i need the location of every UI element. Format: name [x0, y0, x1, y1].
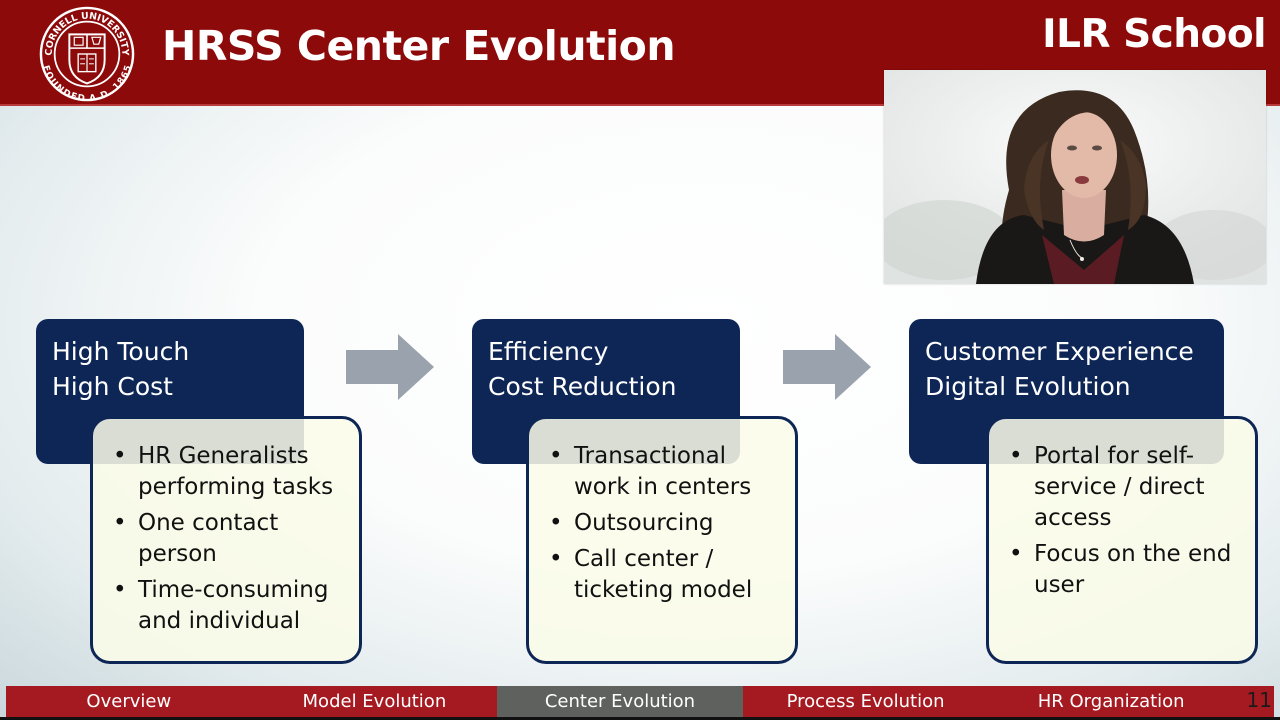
section-nav: Overview Model Evolution Center Evolutio… — [6, 686, 1274, 717]
page-number: 11 — [1246, 688, 1272, 712]
stage-2-heading-line-2: Cost Reduction — [488, 372, 677, 401]
nav-overview[interactable]: Overview — [86, 691, 172, 712]
stage-2-details: Transactional work in centers Outsourcin… — [526, 416, 798, 664]
stage-3-heading-line-2: Digital Evolution — [925, 372, 1131, 401]
stage-1-details: HR Generalists performing tasks One cont… — [90, 416, 362, 664]
right-arrow-icon — [783, 334, 871, 400]
bottom-edge — [0, 717, 1280, 720]
school-name: ILR School — [1042, 12, 1266, 57]
stage-1-heading-line-1: High Touch — [52, 337, 190, 366]
stage-1-heading-line-2: High Cost — [52, 372, 173, 401]
nav-model-evolution[interactable]: Model Evolution — [302, 691, 447, 712]
stage-1-bullet: One contact person — [111, 508, 349, 570]
presenter-video — [884, 70, 1266, 284]
slide-title: HRSS Center Evolution — [162, 22, 676, 70]
stage-3-bullet: Portal for self-service / direct access — [1007, 441, 1245, 534]
right-arrow-icon — [346, 334, 434, 400]
stage-3-bullet: Focus on the end user — [1007, 539, 1245, 601]
presenter-image — [884, 70, 1266, 284]
nav-hr-organization[interactable]: HR Organization — [1037, 691, 1185, 712]
stage-3-heading-line-1: Customer Experience — [925, 337, 1194, 366]
stage-2-heading-line-1: Efficiency — [488, 337, 609, 366]
stage-2-bullet: Transactional work in centers — [547, 441, 785, 503]
stage-1-bullet: HR Generalists performing tasks — [111, 441, 349, 503]
stage-3-details: Portal for self-service / direct access … — [986, 416, 1258, 664]
stage-1-bullet: Time-consuming and individual — [111, 575, 349, 637]
cornell-seal-icon: CORNELL UNIVERSITY FOUNDED A.D. 1865 — [39, 6, 135, 103]
nav-center-evolution[interactable]: Center Evolution — [497, 686, 743, 717]
nav-process-evolution[interactable]: Process Evolution — [786, 691, 945, 712]
slide-header: CORNELL UNIVERSITY FOUNDED A.D. 1865 HRS… — [0, 0, 1280, 106]
stage-2-bullet: Call center / ticketing model — [547, 544, 785, 606]
stage-2-bullet: Outsourcing — [547, 508, 785, 539]
svg-text:CORNELL UNIVERSITY: CORNELL UNIVERSITY — [44, 11, 131, 57]
